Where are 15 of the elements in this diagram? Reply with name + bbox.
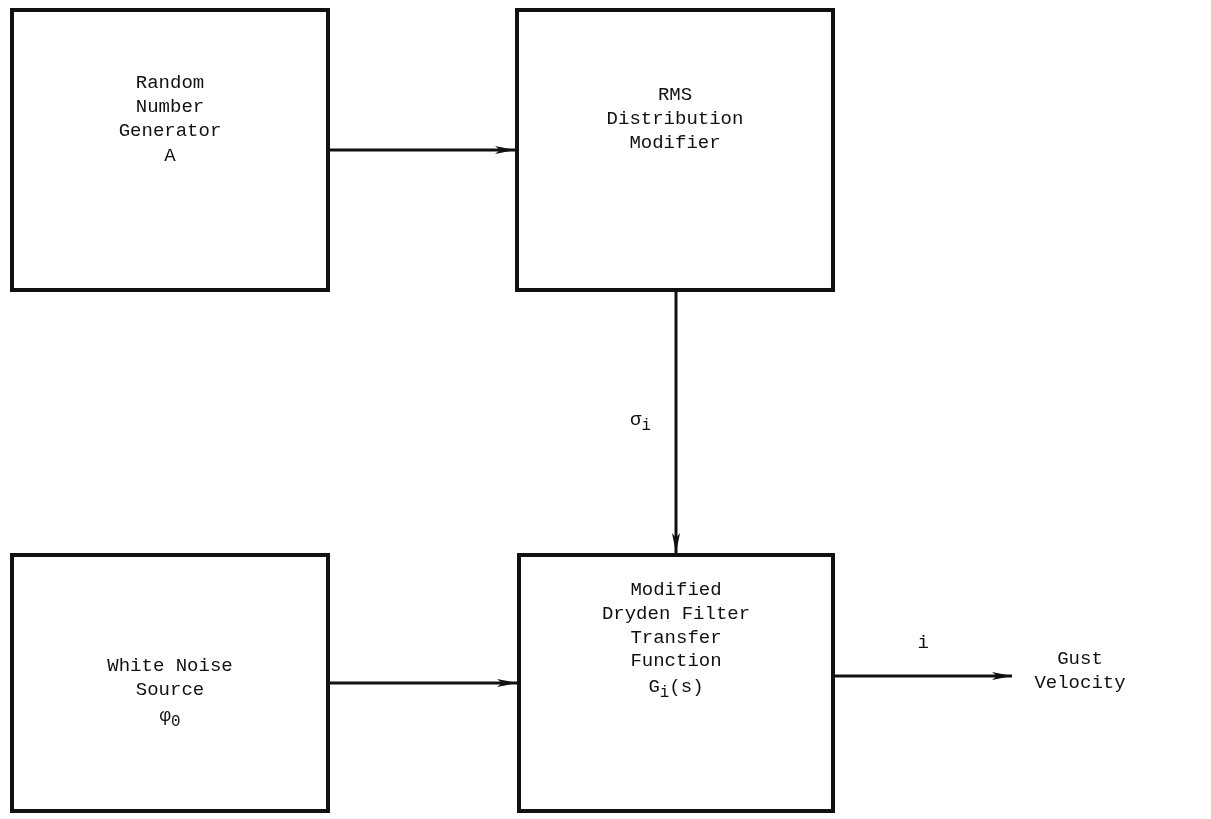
arrow (835, 672, 1012, 680)
output-label: Gust Velocity (1033, 648, 1127, 696)
process-box (10, 553, 330, 813)
box-label: φ$_{0}$ (158, 704, 182, 733)
arrow (330, 679, 517, 687)
box-label: Modified Dryden Filter Transfer Function (600, 579, 752, 674)
arrow (330, 146, 515, 154)
process-box (10, 8, 330, 292)
arrow (672, 292, 680, 553)
process-box (515, 8, 835, 292)
box-label: G$_{i}$(s) (647, 676, 705, 704)
box-label: Random Number Generator (117, 72, 223, 144)
process-box (517, 553, 835, 813)
box-label: A (163, 145, 177, 169)
box-label: RMS Distribution Modifier (605, 84, 745, 156)
